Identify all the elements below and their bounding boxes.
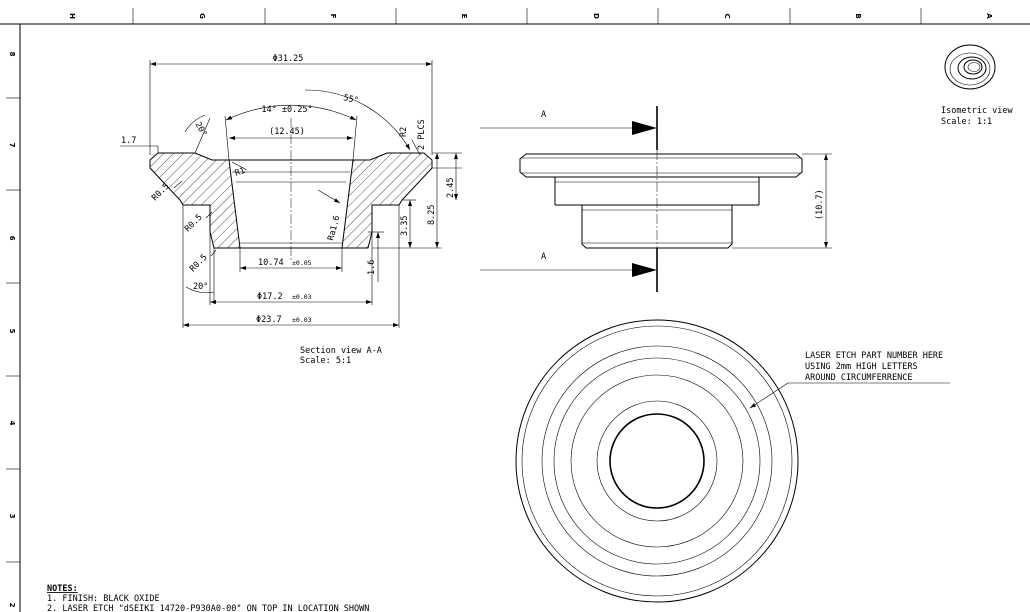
dim-10-74: 10.74: [258, 258, 284, 268]
col-label: A: [985, 13, 993, 19]
col-label: G: [198, 13, 206, 19]
dim-dia-17-2: Φ17.2: [257, 292, 283, 302]
dim-3-35: 3.35: [400, 216, 410, 236]
dim-ra16: Ra1.6: [326, 214, 342, 241]
row-label: 3: [8, 514, 16, 519]
notes-title: NOTES:: [47, 584, 78, 594]
iso-view-label: Isometric view: [941, 106, 1014, 116]
col-label: D: [592, 13, 600, 19]
row-label: 2: [8, 603, 16, 608]
dim-angle-14: 14° ±0.25°: [261, 105, 312, 115]
dim-10-7: (10.7): [815, 189, 825, 220]
side-view: A A (10.7): [480, 106, 832, 292]
note-item: 2. LASER ETCH "dSEIKI 14720-P930A0-00" O…: [47, 604, 369, 612]
dim-r05-b: R0.5: [183, 213, 205, 235]
note-item: 1. FINISH: BLACK OXIDE: [47, 594, 160, 604]
dim-2plcs: 2 PLCS: [417, 119, 427, 150]
row-label: 8: [8, 52, 16, 57]
section-view-label: Section view A-A: [300, 346, 382, 356]
dim-dia-23-7: Φ23.7: [256, 315, 282, 325]
col-label: E: [460, 14, 468, 19]
column-labels: H G F E D C B A: [68, 13, 993, 19]
dim-12-45: (12.45): [269, 127, 305, 137]
notes: NOTES: 1. FINISH: BLACK OXIDE 2. LASER E…: [47, 584, 369, 612]
col-label: F: [329, 14, 337, 19]
row-label: 6: [8, 236, 16, 241]
dim-angle-20-top: 20°: [192, 121, 208, 139]
tol-10-74: ±0.05: [292, 259, 312, 267]
cut-label-bottom: A: [541, 252, 546, 262]
section-view-scale: Scale: 5:1: [300, 356, 351, 366]
sheet-border: [0, 8, 1030, 612]
row-label: 5: [8, 329, 16, 334]
dim-8-25: 8.25: [427, 205, 437, 225]
col-label: C: [723, 13, 731, 18]
dim-r05-c: R0.5: [188, 253, 210, 275]
dim-2-45: 2.45: [446, 178, 456, 198]
iso-view-scale: Scale: 1:1: [941, 117, 992, 127]
col-label: H: [68, 13, 76, 19]
tol-23-7: ±0.03: [292, 316, 312, 324]
callout-line1: LASER ETCH PART NUMBER HERE: [805, 351, 943, 361]
dim-angle-20-bot: 20°: [193, 282, 208, 292]
section-view: Φ31.25 55° 14° ±0.25° (12.45) 20° 1.7 R2…: [120, 54, 462, 366]
row-label: 4: [8, 421, 16, 426]
col-label: B: [854, 13, 862, 18]
row-labels: 8 7 6 5 4 3 2: [8, 52, 16, 608]
dim-r1: R1: [234, 166, 247, 179]
dim-r2: R2: [399, 127, 409, 137]
row-label: 7: [8, 143, 16, 148]
dim-dia-top: Φ31.25: [273, 54, 304, 64]
tol-17-2: ±0.03: [292, 293, 312, 301]
cut-label-top: A: [541, 110, 546, 120]
dim-1-7: 1.7: [121, 136, 136, 146]
callout-line3: AROUND CIRCUMFERRENCE: [805, 373, 912, 383]
top-view: LASER ETCH PART NUMBER HERE USING 2mm HI…: [515, 319, 950, 603]
callout-line2: USING 2mm HIGH LETTERS: [805, 362, 918, 372]
dim-angle-55: 55°: [342, 93, 359, 106]
iso-view: Isometric view Scale: 1:1: [941, 44, 1014, 127]
